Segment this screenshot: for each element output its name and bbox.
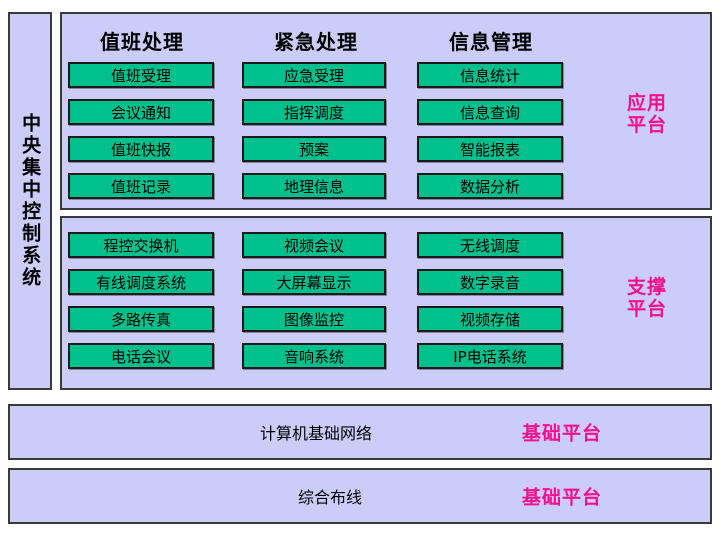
support-platform-label-line2: 平台	[626, 298, 667, 321]
computer-network-bar: 计算机基础网络 基础平台	[8, 404, 712, 460]
integrated-cabling-bar: 综合布线 基础平台	[8, 468, 712, 524]
item-large-screen-display[interactable]: 大屏幕显示	[242, 269, 386, 295]
item-duty-bulletin[interactable]: 值班快报	[68, 136, 214, 162]
item-information-query[interactable]: 信息查询	[417, 99, 563, 125]
item-command-dispatch[interactable]: 指挥调度	[242, 99, 386, 125]
item-video-storage[interactable]: 视频存储	[417, 306, 563, 332]
central-control-system-label: 中央集中控制系统	[19, 113, 42, 289]
item-audio-system[interactable]: 音响系统	[242, 343, 386, 369]
application-platform-panel: 值班处理 紧急处理 信息管理 值班受理 会议通知 值班快报 值班记录 应急受理 …	[60, 12, 712, 210]
column-header-emergency-handling: 紧急处理	[274, 30, 358, 54]
item-multichannel-fax[interactable]: 多路传真	[68, 306, 214, 332]
item-intelligent-report[interactable]: 智能报表	[417, 136, 563, 162]
item-contingency-plan[interactable]: 预案	[242, 136, 386, 162]
computer-network-label: 计算机基础网络	[260, 424, 373, 443]
item-duty-record[interactable]: 值班记录	[68, 173, 214, 199]
item-program-controlled-switch[interactable]: 程控交换机	[68, 232, 214, 258]
support-platform-label-line1: 支撑	[626, 276, 667, 298]
application-platform-label-line2: 平台	[626, 114, 667, 137]
support-platform-label: 支撑 平台	[592, 276, 702, 321]
column-header-duty-handling: 值班处理	[100, 30, 184, 54]
item-wired-dispatch-system[interactable]: 有线调度系统	[68, 269, 214, 295]
application-platform-label: 应用 平台	[592, 92, 702, 137]
item-image-monitoring[interactable]: 图像监控	[242, 306, 386, 332]
item-geographic-information[interactable]: 地理信息	[242, 173, 386, 199]
item-telephone-conference[interactable]: 电话会议	[68, 343, 214, 369]
application-platform-label-line1: 应用	[626, 92, 667, 114]
central-control-system-spine: 中央集中控制系统	[8, 12, 52, 390]
item-duty-acceptance[interactable]: 值班受理	[68, 62, 214, 88]
support-platform-panel: 程控交换机 有线调度系统 多路传真 电话会议 视频会议 大屏幕显示 图像监控 音…	[60, 216, 712, 390]
item-emergency-acceptance[interactable]: 应急受理	[242, 62, 386, 88]
item-digital-recording[interactable]: 数字录音	[417, 269, 563, 295]
item-information-statistics[interactable]: 信息统计	[417, 62, 563, 88]
item-wireless-dispatch[interactable]: 无线调度	[417, 232, 563, 258]
basic-platform-label-cabling: 基础平台	[522, 486, 603, 509]
item-video-conference[interactable]: 视频会议	[242, 232, 386, 258]
integrated-cabling-label: 综合布线	[298, 488, 363, 507]
column-header-information-management: 信息管理	[449, 30, 533, 54]
item-meeting-notice[interactable]: 会议通知	[68, 99, 214, 125]
item-data-analysis[interactable]: 数据分析	[417, 173, 563, 199]
basic-platform-label-network: 基础平台	[522, 422, 603, 445]
item-ip-telephone-system[interactable]: IP电话系统	[417, 343, 563, 369]
